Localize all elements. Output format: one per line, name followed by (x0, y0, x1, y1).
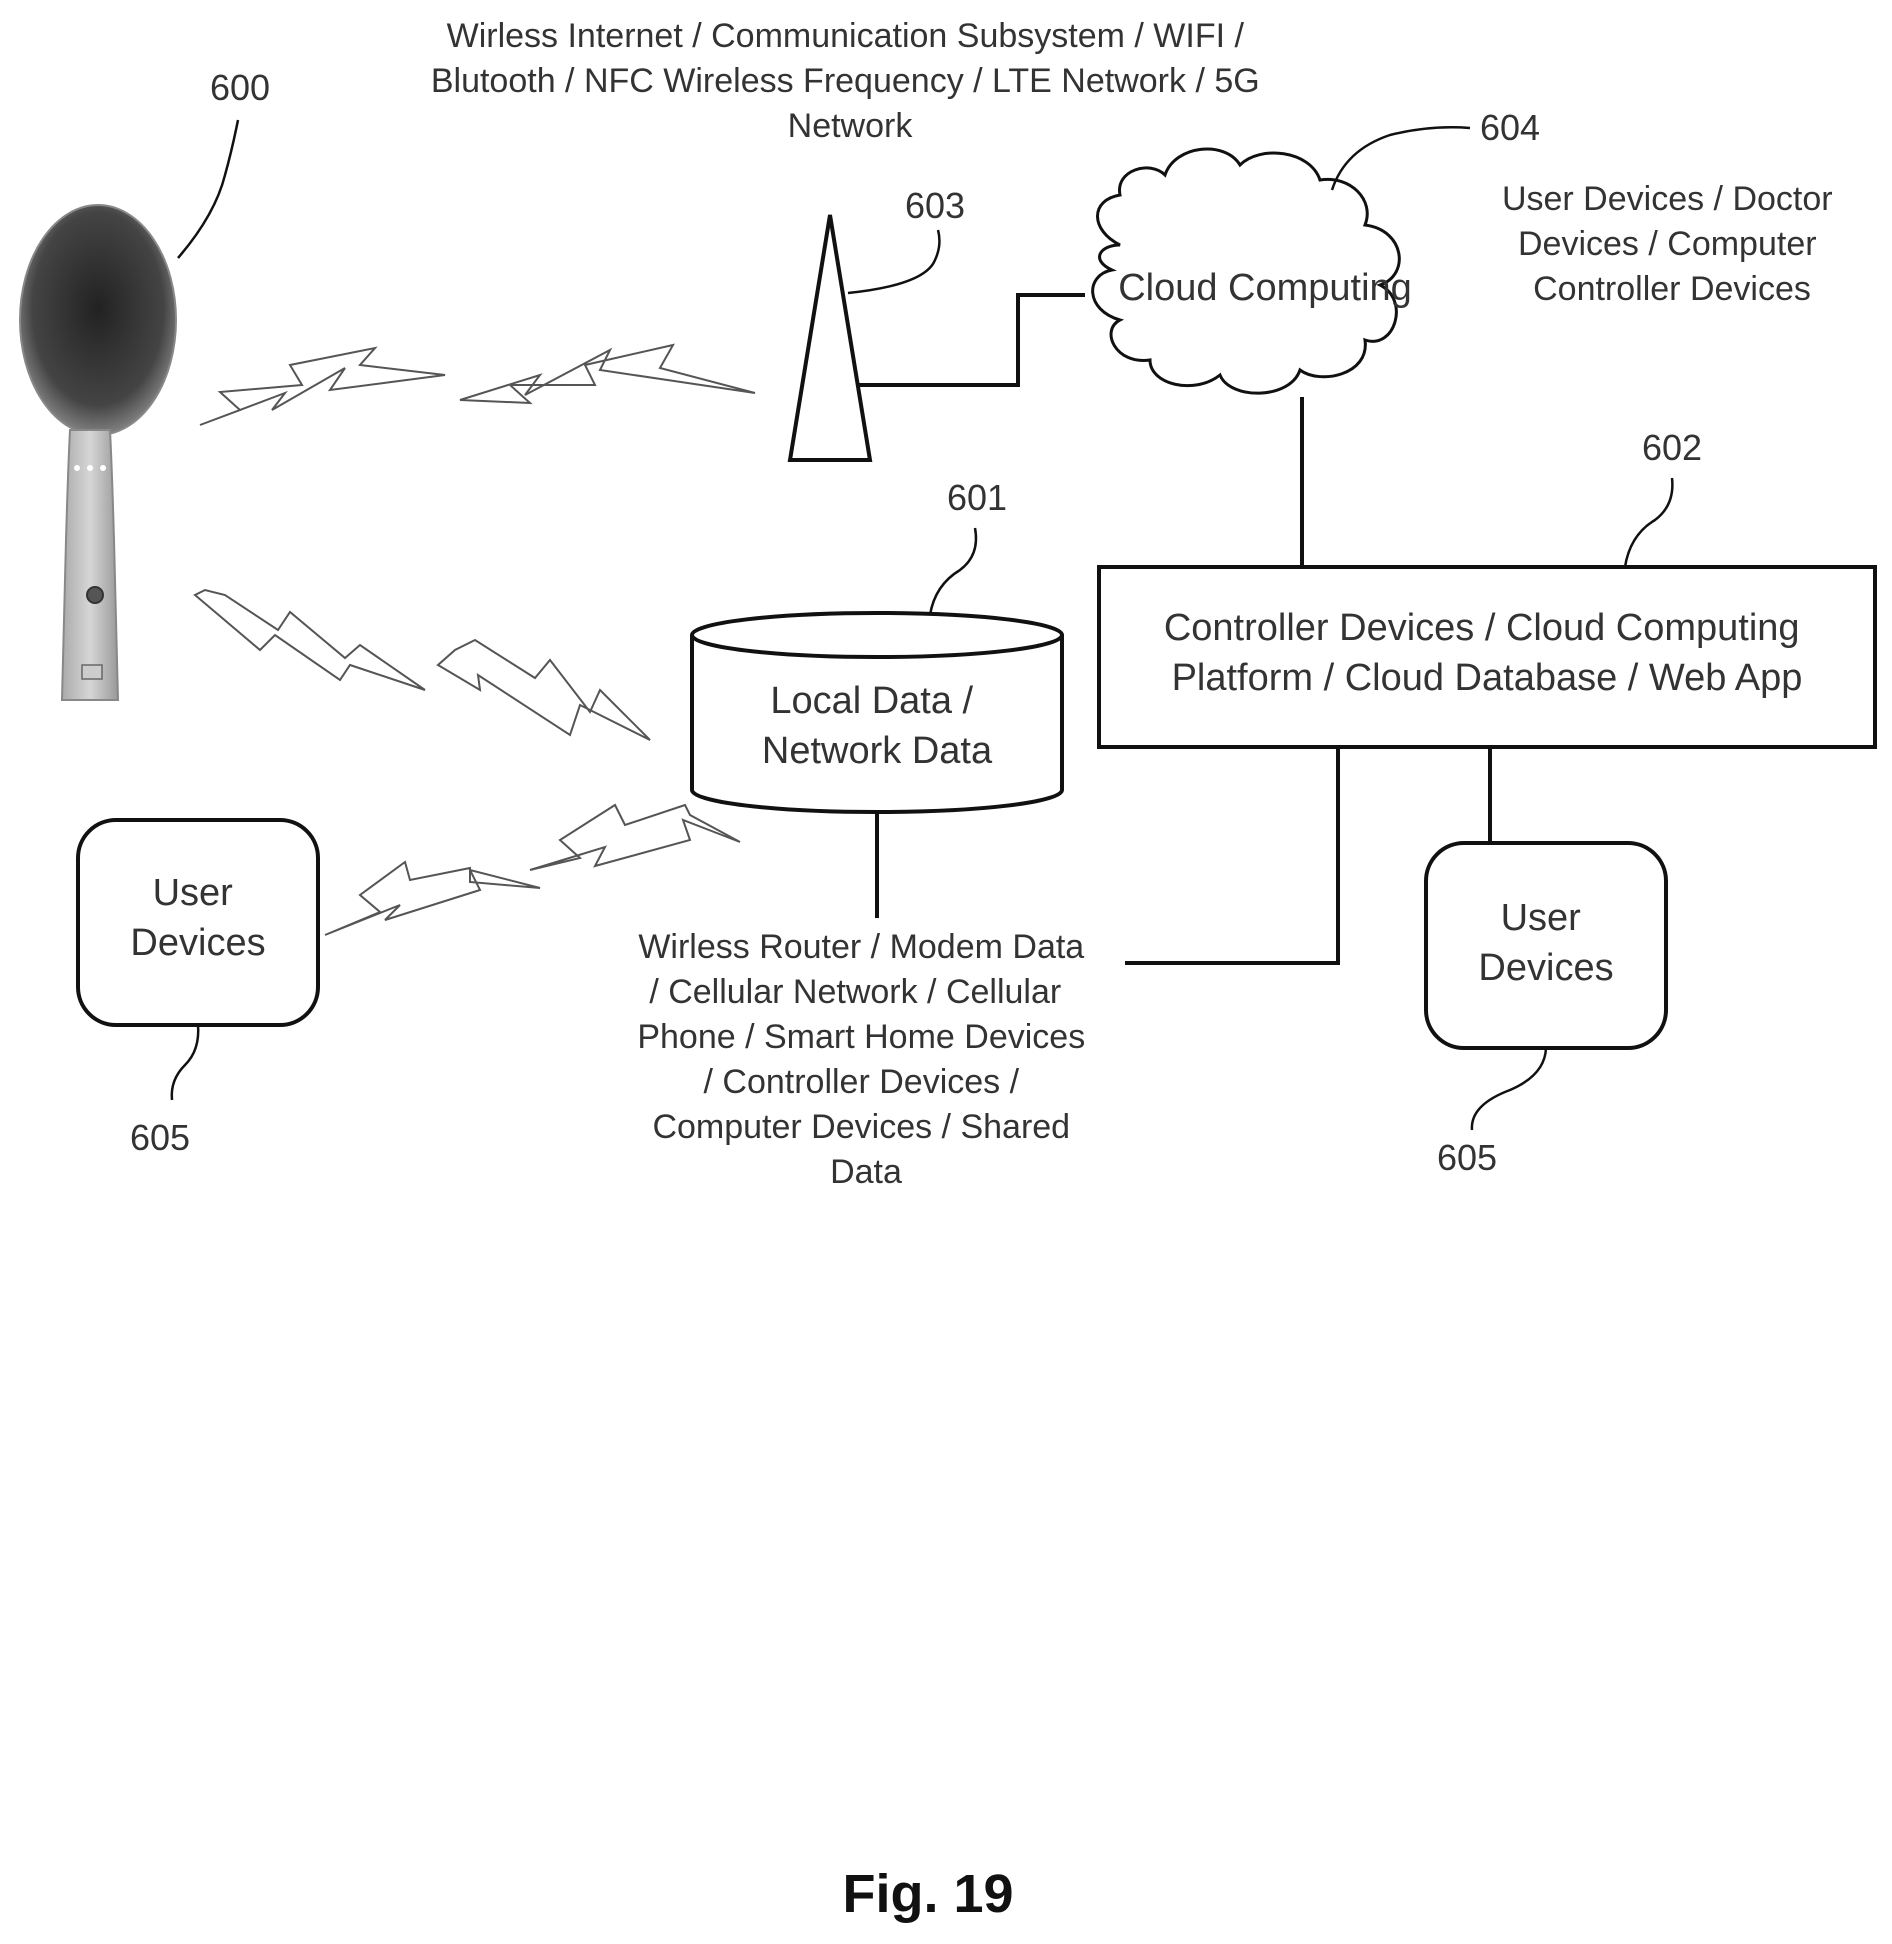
leader-605-left (172, 1025, 198, 1100)
cloud-devices-label: User Devices / Doctor Devices / Computer… (1502, 180, 1842, 308)
bolt-user-to-localdata-2 (530, 805, 740, 870)
leader-603 (848, 230, 939, 293)
bolt-user-to-localdata-1 (325, 862, 540, 935)
ref-604: 604 (1480, 107, 1540, 148)
wireless-label-line: Wirless Internet / Communication Subsyst… (447, 17, 1245, 55)
bolt-brush-to-tower-1 (200, 348, 445, 425)
controller-label-line: Controller Devices / Cloud Computing (1164, 607, 1800, 649)
ref-605-left: 605 (130, 1117, 190, 1158)
leader-605-right (1472, 1048, 1546, 1130)
antenna-tower (790, 215, 870, 460)
ref-602: 602 (1642, 427, 1702, 468)
bolt-brush-to-localdata-2 (438, 640, 650, 740)
router-label-line: Wirless Router / Modem Data (638, 928, 1084, 966)
bolt-brush-to-tower-2 (460, 345, 755, 403)
router-label-line: / Cellular Network / Cellular (649, 973, 1061, 1011)
hairbrush-device (20, 205, 176, 700)
user-devices-left-label-line: Devices (130, 922, 265, 964)
router-label-line: Computer Devices / Shared (652, 1108, 1070, 1146)
leader-600 (178, 120, 238, 258)
leader-604 (1332, 127, 1470, 190)
user-devices-right-label-line: Devices (1478, 947, 1613, 989)
local-data-label-line: Local Data / (770, 680, 973, 722)
local-data-label-line: Network Data (762, 730, 993, 772)
ref-603: 603 (905, 185, 965, 226)
ref-605-right: 605 (1437, 1137, 1497, 1178)
user-devices-right-label-line: User (1501, 897, 1582, 939)
user-devices-left-label-line: User (153, 872, 234, 914)
tower-cloud-connector (858, 295, 1085, 385)
wireless-label: Wirless Internet / Communication Subsyst… (431, 17, 1269, 145)
router-label-line: Data (830, 1153, 902, 1191)
wireless-label-line: Blutooth / NFC Wireless Frequency / LTE … (431, 62, 1260, 100)
cloud-label: Cloud Computing (1118, 267, 1412, 309)
router-controller-connector (1125, 747, 1338, 963)
leader-601 (930, 528, 976, 615)
cloud-devices-label-line: User Devices / Doctor (1502, 180, 1833, 218)
wireless-label-line: Network (788, 107, 914, 145)
router-label-line: Phone / Smart Home Devices (637, 1018, 1085, 1056)
ref-601: 601 (947, 477, 1007, 518)
leader-602 (1625, 478, 1672, 567)
router-label-line: / Controller Devices / (704, 1063, 1020, 1101)
bolt-brush-to-localdata-1 (195, 590, 425, 690)
figure-caption: Fig. 19 (842, 1864, 1013, 1924)
cloud-devices-label-line: Controller Devices (1533, 270, 1811, 308)
ref-600: 600 (210, 67, 270, 108)
user-devices-right (1426, 843, 1666, 1048)
router-label: Wirless Router / Modem Data / Cellular N… (637, 928, 1094, 1191)
cloud-devices-label-line: Devices / Computer (1518, 225, 1817, 263)
controller-label-line: Platform / Cloud Database / Web App (1172, 657, 1803, 699)
